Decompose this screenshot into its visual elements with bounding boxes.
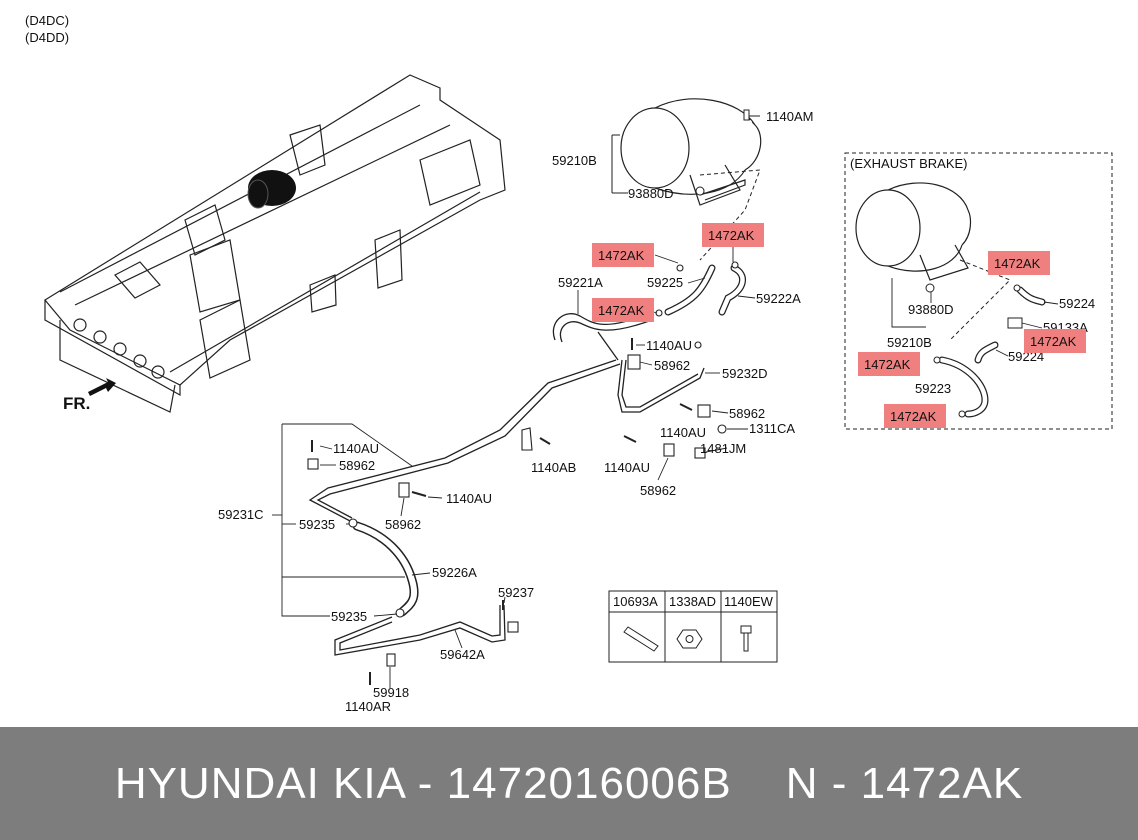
pipe-59642A bbox=[334, 604, 506, 656]
legend-header-10693A: 10693A bbox=[613, 594, 658, 609]
footer-brand-partno: HYUNDAI KIA - 1472016006B bbox=[114, 758, 732, 808]
label-59210B: 59210B bbox=[552, 153, 597, 168]
label-59225: 59225 bbox=[647, 275, 683, 290]
svg-text:1472AK: 1472AK bbox=[1030, 334, 1077, 349]
vacuum-tank-exhaust bbox=[855, 182, 972, 281]
inset-label-59210B: 59210B bbox=[887, 335, 932, 350]
svg-text:1472AK: 1472AK bbox=[598, 248, 645, 263]
svg-text:1472AK: 1472AK bbox=[598, 303, 645, 318]
nut-icon bbox=[676, 629, 703, 649]
legend-table bbox=[608, 590, 778, 663]
canister-on-frame bbox=[247, 170, 296, 209]
label-59232D: 59232D bbox=[722, 366, 768, 381]
parts-diagram: (D4DC) (D4DD) FR. bbox=[25, 13, 1113, 714]
inset-hoses-inner bbox=[939, 287, 1045, 417]
label-58962-a: 58962 bbox=[654, 358, 690, 373]
chassis-frame bbox=[44, 74, 506, 413]
fittings bbox=[307, 261, 739, 667]
bracket-lines bbox=[611, 109, 760, 194]
bolt-icon bbox=[740, 625, 752, 652]
label-59918: 59918 bbox=[373, 685, 409, 700]
label-1140AU-a: 1140AU bbox=[646, 338, 692, 353]
label-59221A: 59221A bbox=[558, 275, 603, 290]
label-59642A: 59642A bbox=[440, 647, 485, 662]
legend-header-1338AD: 1338AD bbox=[669, 594, 716, 609]
front-arrow-icon bbox=[88, 378, 116, 396]
pin-icon bbox=[623, 626, 659, 652]
label-59222A: 59222A bbox=[756, 291, 801, 306]
inset-label-59223: 59223 bbox=[915, 381, 951, 396]
inset-label-93880D: 93880D bbox=[908, 302, 954, 317]
label-1140AR: 1140AR bbox=[345, 699, 391, 714]
inset-leaders bbox=[891, 278, 1059, 357]
label-59231C: 59231C bbox=[218, 507, 264, 522]
footer-part-code: N - 1472AK bbox=[785, 758, 1024, 808]
svg-text:1472AK: 1472AK bbox=[708, 228, 755, 243]
highlight-1472AK-2: 1472AK bbox=[702, 223, 764, 247]
highlight-1472AK-4: 1472AK bbox=[988, 251, 1050, 275]
highlight-1472AK-6: 1472AK bbox=[858, 352, 920, 376]
highlight-1472AK-3: 1472AK bbox=[592, 298, 654, 322]
label-1140AU-c: 1140AU bbox=[604, 460, 650, 475]
legend-header-1140EW: 1140EW bbox=[724, 594, 774, 609]
label-1140AU-d: 1140AU bbox=[333, 441, 379, 456]
label-1481JM: 1481JM bbox=[700, 441, 746, 456]
hose-59222A-inner bbox=[719, 265, 745, 315]
hose-59226A-inner bbox=[354, 523, 418, 615]
svg-text:1472AK: 1472AK bbox=[994, 256, 1041, 271]
label-1140AM: 1140AM bbox=[766, 109, 813, 124]
variant-d4dd: (D4DD) bbox=[25, 30, 69, 45]
label-59235-b: 59235 bbox=[331, 609, 367, 624]
front-indicator: FR. bbox=[63, 394, 90, 413]
part-number-footer: HYUNDAI KIA - 1472016006B N - 1472AK bbox=[0, 727, 1138, 840]
label-1140AU-b: 1140AU bbox=[660, 425, 706, 440]
svg-text:1472AK: 1472AK bbox=[864, 357, 911, 372]
highlight-1472AK-5: 1472AK bbox=[1024, 329, 1086, 353]
label-59235-a: 59235 bbox=[299, 517, 335, 532]
label-58962-b: 58962 bbox=[729, 406, 765, 421]
pipe-59232D bbox=[617, 359, 705, 413]
pipe-59221A bbox=[552, 313, 653, 361]
highlight-1472AK-1: 1472AK bbox=[592, 243, 654, 267]
label-59226A: 59226A bbox=[432, 565, 477, 580]
hose-59225-inner bbox=[665, 265, 715, 315]
label-59237: 59237 bbox=[498, 585, 534, 600]
label-1140AU-e: 1140AU bbox=[446, 491, 492, 506]
label-93880D: 93880D bbox=[628, 186, 674, 201]
inset-frame bbox=[844, 152, 1113, 430]
inset-title: (EXHAUST BRAKE) bbox=[850, 156, 968, 171]
main-brake-pipe bbox=[308, 359, 621, 523]
variant-d4dc: (D4DC) bbox=[25, 13, 69, 28]
label-58962-e: 58962 bbox=[385, 517, 421, 532]
svg-text:1472AK: 1472AK bbox=[890, 409, 937, 424]
label-1140AB: 1140AB bbox=[531, 460, 576, 475]
leader-lines bbox=[272, 247, 756, 688]
label-58962-d: 58962 bbox=[339, 458, 375, 473]
label-58962-c: 58962 bbox=[640, 483, 676, 498]
nut-93880D bbox=[695, 186, 705, 196]
label-1311CA: 1311CA bbox=[749, 421, 795, 436]
vacuum-tank-main bbox=[620, 98, 762, 206]
inset-label-59224-a: 59224 bbox=[1059, 296, 1095, 311]
inset-fittings bbox=[925, 283, 1023, 418]
highlight-1472AK-7: 1472AK bbox=[884, 404, 946, 428]
bolts bbox=[311, 338, 693, 685]
